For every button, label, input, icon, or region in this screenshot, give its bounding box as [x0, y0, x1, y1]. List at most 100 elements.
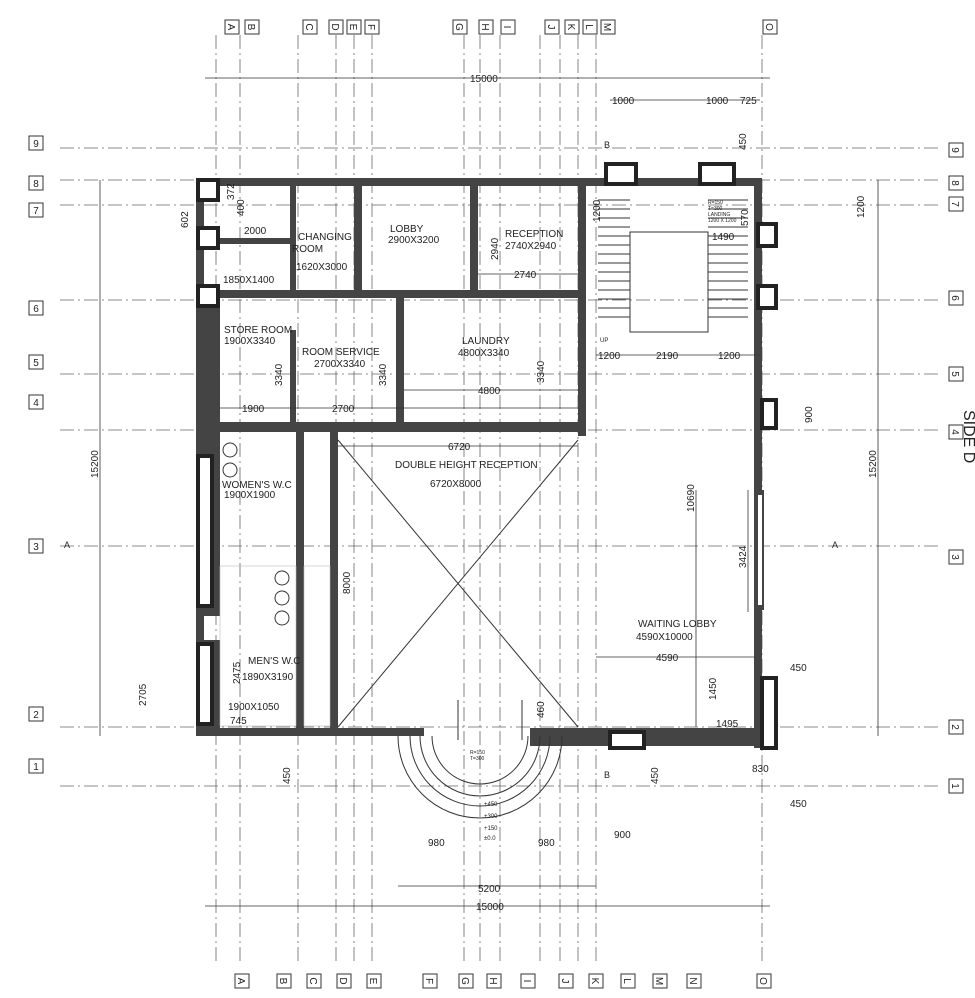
grid-bubble-label: H — [487, 977, 498, 984]
grid-bubble-label: 9 — [949, 147, 960, 153]
grid-bubble-label: 8 — [949, 180, 960, 186]
dim-1490: 1490 — [712, 232, 735, 243]
room-size-waiting: 4590X10000 — [636, 632, 693, 643]
grid-column-top-A: A — [224, 19, 240, 35]
grid-row-left-4: 4 — [28, 394, 44, 410]
grid-row-right-8: 8 — [948, 175, 964, 191]
grid-column-bottom-I: I — [520, 973, 536, 989]
grid-column-bottom-J: J — [558, 973, 574, 989]
grid-column-bottom-H: H — [486, 973, 502, 989]
grid-bubble-label: J — [545, 25, 556, 30]
grid-column-top-M: M — [600, 19, 616, 35]
dim-2740: 2740 — [514, 270, 537, 281]
grid-bubble-label: 5 — [33, 358, 39, 369]
grid-column-top-F: F — [364, 19, 380, 35]
dimension-lines — [99, 77, 879, 907]
grid-row-left-5: 5 — [28, 354, 44, 370]
room-name-reception: RECEPTION — [505, 229, 563, 240]
double-height-void — [337, 439, 579, 728]
room-name-store: STORE ROOM — [224, 325, 292, 336]
grid-bubble-label: G — [459, 977, 470, 985]
dim-745: 745 — [230, 716, 247, 727]
room-size-lobby: 2900X3200 — [388, 235, 440, 246]
grid-bubble-label: O — [763, 23, 774, 31]
grid-bubble-label: 4 — [33, 398, 39, 409]
room-size-changing: 1620X3000 — [296, 262, 348, 273]
grid-column-top-E: E — [346, 19, 362, 35]
dim-400: 400 — [236, 199, 247, 216]
dim-overall-top: 15000 — [470, 74, 498, 85]
grid-bubble-label: 6 — [33, 304, 39, 315]
grid-bubble-label: E — [367, 978, 378, 985]
dim-450-top: 450 — [738, 133, 749, 150]
grid-bubble-label: O — [757, 977, 768, 985]
room-name-womens: WOMEN'S W.C — [222, 480, 292, 491]
section-marker-b-top: B — [604, 140, 610, 150]
dim-2475: 2475 — [232, 661, 243, 684]
dim-570: 570 — [740, 209, 751, 226]
dim-450-left-bottom: 450 — [282, 767, 293, 784]
dim-372: 372 — [226, 183, 237, 200]
grid-row-right-9: 9 — [948, 142, 964, 158]
side-label: SIDE D — [960, 410, 975, 463]
room-size-room-service: 2700X3340 — [314, 359, 366, 370]
dim-1900: 1900 — [242, 404, 265, 415]
level-3: +150 — [484, 826, 498, 832]
room-size-small-wc: 1900X1050 — [228, 702, 280, 713]
level-2: +300 — [484, 814, 498, 820]
grid-column-top-K: K — [564, 19, 580, 35]
grid-bubble-label: 9 — [33, 139, 39, 150]
entrance-steps — [397, 700, 563, 819]
stair-note-d: 1200 X 1200 — [708, 218, 737, 224]
grid-bubble-label: 3 — [949, 554, 960, 560]
grid-row-left-1: 1 — [28, 758, 44, 774]
dim-450-r2: 450 — [650, 767, 661, 784]
grid-row-left-2: 2 — [28, 706, 44, 722]
grid-row-left-6: 6 — [28, 300, 44, 316]
grid-bubble-label: 7 — [949, 201, 960, 207]
dim-1200-a: 1200 — [598, 351, 621, 362]
grid-column-top-I: I — [500, 19, 516, 35]
section-marker-b-bottom: B — [604, 770, 610, 780]
dim-460: 460 — [536, 701, 547, 718]
room-name-mens: MEN'S W.C — [248, 656, 300, 667]
dim-1200-stair: 1200 — [592, 199, 603, 222]
grid-row-right-4: 4 — [948, 424, 964, 440]
grid-bubble-label: A — [225, 24, 236, 31]
grid-bubble-label: 6 — [949, 295, 960, 301]
grid-column-bottom-F: F — [422, 973, 438, 989]
grid-column-top-O: O — [762, 19, 778, 35]
room-size-womens: 1900X1900 — [224, 490, 276, 501]
grid-bubble-label: 1 — [949, 783, 960, 789]
grid-bubble-label: M — [653, 977, 664, 985]
grid-bubble-label: 4 — [949, 429, 960, 435]
dim-3340-b: 3340 — [378, 363, 389, 386]
grid-column-bottom-N: N — [686, 973, 702, 989]
room-size-mens: 1890X3190 — [242, 672, 294, 683]
dim-overall-left: 15200 — [90, 450, 101, 478]
grid-row-right-1: 1 — [948, 778, 964, 794]
dim-8000: 8000 — [342, 571, 353, 594]
dim-2000: 2000 — [244, 226, 267, 237]
grid-bubble-label: J — [559, 979, 570, 984]
grid-column-bottom-K: K — [588, 973, 604, 989]
room-size-double-height: 6720X8000 — [430, 479, 482, 490]
grid-bubble-label: M — [601, 23, 612, 31]
dim-stair-1000a: 1000 — [612, 96, 635, 107]
grid-bubble-label: H — [479, 23, 490, 30]
room-name-laundry: LAUNDRY — [462, 336, 510, 347]
dim-2705: 2705 — [138, 683, 149, 706]
grid-bubble-label: B — [245, 24, 256, 31]
stair-note-b: T=300 — [708, 206, 723, 212]
dim-3340-a: 3340 — [274, 363, 285, 386]
grid-column-bottom-G: G — [458, 973, 474, 989]
room-size-laundry: 4800X3340 — [458, 348, 510, 359]
grid-bubble-label: E — [347, 24, 358, 31]
room-name-waiting: WAITING LOBBY — [638, 619, 717, 630]
grid-bubble-label: A — [235, 978, 246, 985]
grid-column-bottom-M: M — [652, 973, 668, 989]
